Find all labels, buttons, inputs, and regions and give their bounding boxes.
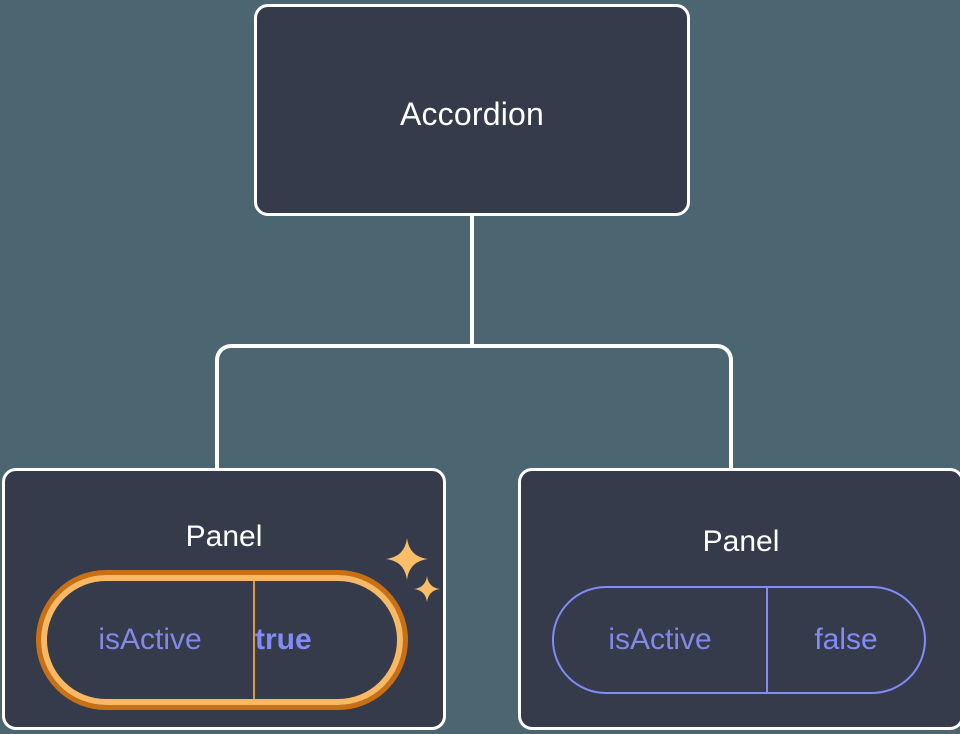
sparkle-small-icon [414, 576, 440, 602]
prop-pill-isactive-false[interactable]: isActive false [552, 586, 926, 694]
prop-value-true: true [255, 623, 312, 656]
node-panel-left-title: Panel [185, 520, 263, 553]
connector-right-branch [713, 344, 733, 472]
connector-left-branch [215, 344, 235, 472]
prop-value-false: false [814, 623, 878, 656]
prop-key-isactive-right: isActive [554, 588, 768, 692]
prop-pill-isactive-true[interactable]: isActive true [36, 570, 408, 710]
node-panel-right-title: Panel [702, 525, 780, 558]
connector-trunk [470, 212, 474, 348]
connector-horizontal-bar [231, 344, 717, 348]
prop-key-isactive-left: isActive [47, 581, 255, 699]
sparkle-large-icon [386, 538, 428, 580]
node-accordion[interactable]: Accordion [254, 4, 690, 216]
node-accordion-title: Accordion [399, 96, 545, 132]
prop-pill-inner-ring: isActive true [41, 575, 403, 705]
